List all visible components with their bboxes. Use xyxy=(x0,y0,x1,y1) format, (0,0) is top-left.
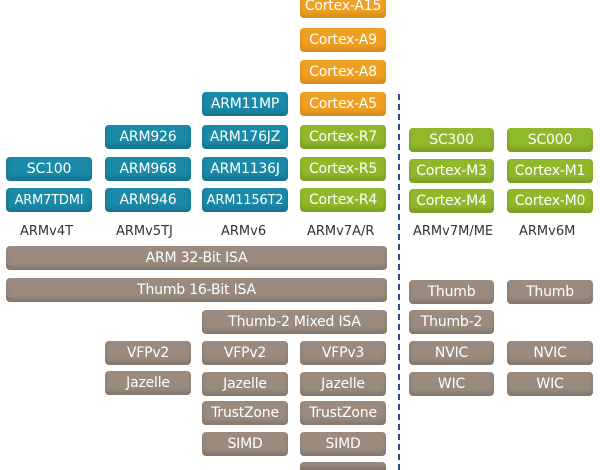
arch-label-armv4t: ARMv4T xyxy=(20,224,74,239)
feature-vfpv2-v6: VFPv2 xyxy=(202,341,288,365)
feature-arm-32bit-isa: ARM 32-Bit ISA xyxy=(6,246,387,270)
feature-simd-v6: SIMD xyxy=(202,432,288,456)
feature-vfpv3: VFPv3 xyxy=(300,341,386,365)
core-arm968: ARM968 xyxy=(105,157,191,181)
feature-nvic-v6m: NVIC xyxy=(507,341,593,365)
feature-thumb-v7m: Thumb xyxy=(409,280,494,304)
core-cortex-m1: Cortex-M1 xyxy=(507,159,593,183)
core-cortex-a9: Cortex-A9 xyxy=(300,28,386,52)
feature-wic-v6m: WIC xyxy=(507,372,593,396)
feature-nvic-v7m: NVIC xyxy=(409,341,494,365)
core-arm926: ARM926 xyxy=(105,125,191,149)
feature-jazelle-v6: Jazelle xyxy=(202,372,288,396)
feature-simd-v7: SIMD xyxy=(300,432,386,456)
feature-cut-off-bar xyxy=(300,462,386,470)
core-cortex-a8: Cortex-A8 xyxy=(300,60,386,84)
core-sc100: SC100 xyxy=(6,157,92,181)
arch-label-armv5tj: ARMv5TJ xyxy=(116,224,173,239)
arch-label-armv6m: ARMv6M xyxy=(519,224,576,239)
core-arm11mp: ARM11MP xyxy=(202,92,288,116)
core-sc000: SC000 xyxy=(507,128,593,152)
core-cortex-r7: Cortex-R7 xyxy=(300,125,386,149)
core-arm7tdmi: ARM7TDMI xyxy=(6,188,92,212)
core-cortex-m4: Cortex-M4 xyxy=(409,189,494,213)
feature-vfpv2-v5: VFPv2 xyxy=(105,341,191,365)
feature-trustzone-v6: TrustZone xyxy=(202,401,288,425)
core-cortex-a5: Cortex-A5 xyxy=(300,92,386,116)
core-cortex-r4: Cortex-R4 xyxy=(300,188,386,212)
arch-label-armv7ar: ARMv7A/R xyxy=(307,224,375,239)
arch-label-armv7mme: ARMv7M/ME xyxy=(413,224,494,239)
core-arm1156t2: ARM1156T2 xyxy=(202,188,288,212)
core-cortex-m0: Cortex-M0 xyxy=(507,189,593,213)
feature-wic-v7m: WIC xyxy=(409,372,494,396)
feature-jazelle-v7: Jazelle xyxy=(300,372,386,396)
feature-thumb2-v7m: Thumb-2 xyxy=(409,310,494,334)
core-sc300: SC300 xyxy=(409,128,494,152)
core-arm946: ARM946 xyxy=(105,188,191,212)
core-cortex-r5: Cortex-R5 xyxy=(300,157,386,181)
core-arm1136j: ARM1136J xyxy=(202,157,288,181)
core-cortex-m3: Cortex-M3 xyxy=(409,159,494,183)
profile-divider xyxy=(398,94,400,470)
feature-thumb-16bit-isa: Thumb 16-Bit ISA xyxy=(6,278,387,302)
feature-jazelle-v5: Jazelle xyxy=(105,371,191,395)
feature-trustzone-v7: TrustZone xyxy=(300,401,386,425)
arch-label-armv6: ARMv6 xyxy=(221,224,267,239)
feature-thumb2-mixed-isa: Thumb-2 Mixed ISA xyxy=(202,310,387,334)
core-arm176jz: ARM176JZ xyxy=(202,125,288,149)
core-cortex-a15: Cortex-A15 xyxy=(300,0,386,18)
feature-thumb-v6m: Thumb xyxy=(507,280,593,304)
